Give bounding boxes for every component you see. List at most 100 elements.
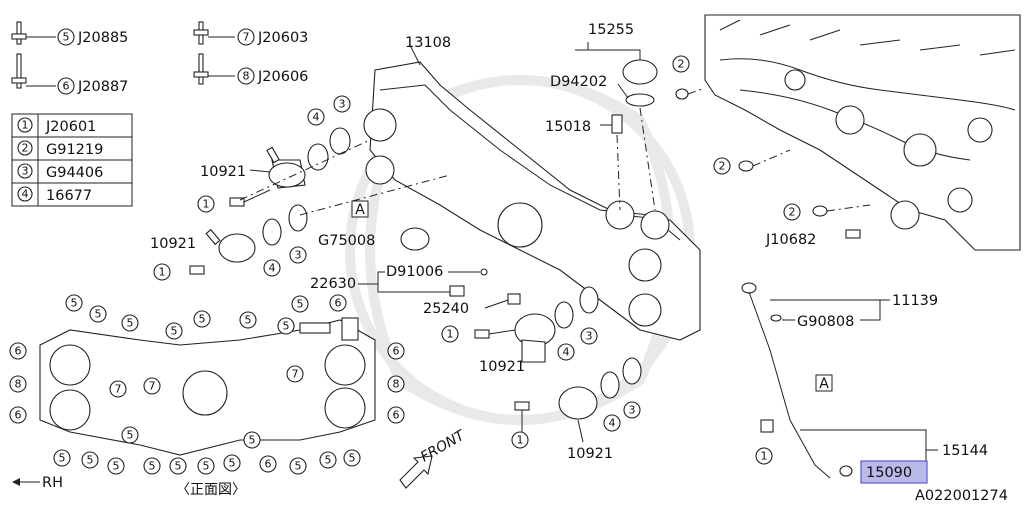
legend-code: G94406 xyxy=(46,165,103,181)
callout-8-icon xyxy=(387,375,405,393)
part-13108: 13108 xyxy=(405,35,451,51)
sensor-15018 xyxy=(611,114,623,211)
bolt-code: J20603 xyxy=(257,30,308,46)
callout-5-icon xyxy=(81,451,99,469)
callout-5-icon xyxy=(65,294,83,312)
callout-number: 5 xyxy=(71,297,78,310)
callout-number: 1 xyxy=(761,450,768,463)
callout-num: 6 xyxy=(63,80,70,93)
bolt-j10682-icon xyxy=(845,229,861,239)
cam-sensor-10921-a xyxy=(266,146,306,189)
callout-5-icon xyxy=(121,314,139,332)
callout-5-icon xyxy=(223,454,241,472)
legend-table: 1 J20601 2 G91219 3 G94406 4 16677 xyxy=(11,113,133,207)
callout-6-icon xyxy=(329,294,347,312)
ref-a-box xyxy=(351,200,369,218)
callout-1-icon xyxy=(153,263,171,281)
cam-sensor-10921-c xyxy=(514,313,556,363)
callout-2-icon xyxy=(672,55,690,73)
callout-num: 5 xyxy=(63,31,70,44)
part-15018: 15018 xyxy=(545,119,591,135)
part-g90808: G90808 xyxy=(797,314,854,330)
part-j10682: J10682 xyxy=(765,232,816,248)
callout-number: 1 xyxy=(517,434,524,447)
callout-number: 6 xyxy=(393,409,400,422)
bolt-code: J20606 xyxy=(257,69,308,85)
part-10921: 10921 xyxy=(200,164,246,180)
callout-number: 5 xyxy=(203,460,210,473)
callout-number: 7 xyxy=(149,380,156,393)
callout-1-icon xyxy=(441,325,459,343)
legend-code: J20601 xyxy=(45,119,96,135)
callout-number: 1 xyxy=(447,328,454,341)
callout-number: 4 xyxy=(269,262,276,275)
o-ring-15090 xyxy=(839,465,853,477)
callout-number: 8 xyxy=(393,378,400,391)
legend-num: 1 xyxy=(22,119,29,132)
callout-number: 5 xyxy=(283,320,290,333)
cam-sensor-10921-d xyxy=(558,386,598,420)
part-10921: 10921 xyxy=(150,236,196,252)
legend-num: 3 xyxy=(22,165,29,178)
callout-1-icon xyxy=(197,195,215,213)
callout-number: 2 xyxy=(678,58,685,71)
callout-number: 5 xyxy=(127,317,134,330)
callout-7-icon xyxy=(237,28,255,46)
callout-number: 6 xyxy=(335,297,342,310)
bolt-j20601-icon xyxy=(760,419,774,433)
callout-number: 5 xyxy=(127,429,134,442)
callout-5-icon xyxy=(143,457,161,475)
bolt-j20601-icon xyxy=(514,401,530,432)
part-15255: 15255 xyxy=(588,22,634,38)
callout-number: 5 xyxy=(87,454,94,467)
callout-number: 3 xyxy=(629,404,636,417)
callout-5-icon xyxy=(343,449,361,467)
part-25240: 25240 xyxy=(423,301,469,317)
callout-6-icon xyxy=(259,455,277,473)
bolt-j20601-icon xyxy=(189,265,205,275)
callout-number: 3 xyxy=(295,249,302,262)
callout-number: 5 xyxy=(113,460,120,473)
part-15090: 15090 xyxy=(866,465,912,481)
callout-number: 5 xyxy=(95,308,102,321)
part-10921: 10921 xyxy=(567,446,613,462)
callout-number: 5 xyxy=(59,452,66,465)
bolt-code: J20887 xyxy=(77,79,128,95)
part-10921: 10921 xyxy=(479,359,525,375)
cam-sensor-10921-b xyxy=(205,228,256,263)
front-arrow-icon xyxy=(399,455,433,489)
callout-8-icon xyxy=(9,375,27,393)
callout-number: 5 xyxy=(149,460,156,473)
part-11139: 11139 xyxy=(892,293,938,309)
callout-5-icon xyxy=(193,310,211,328)
part-22630: 22630 xyxy=(310,276,356,292)
bolt-code: J20885 xyxy=(77,30,128,46)
callout-6-icon xyxy=(387,342,405,360)
callout-8-icon xyxy=(237,67,255,85)
callout-5-icon xyxy=(277,317,295,335)
callout-3-icon xyxy=(289,246,307,264)
callout-number: 3 xyxy=(339,98,346,111)
part-d91006: D91006 xyxy=(386,264,443,280)
callout-number: 4 xyxy=(313,111,320,124)
callout-number: 6 xyxy=(15,409,22,422)
callout-5-icon xyxy=(197,457,215,475)
callout-4-icon xyxy=(603,414,621,432)
callout-number: 1 xyxy=(159,266,166,279)
bolt-j20887-icon xyxy=(11,53,56,89)
sensor-22630 xyxy=(449,285,465,297)
callout-5-icon xyxy=(291,295,309,313)
callout-6-icon xyxy=(9,342,27,360)
part-15090-highlight[interactable] xyxy=(860,460,928,484)
callout-5-icon xyxy=(239,311,257,329)
callout-6-icon xyxy=(9,406,27,424)
dipstick-11139 xyxy=(741,282,831,479)
callout-3-icon xyxy=(333,95,351,113)
callout-number: 6 xyxy=(15,345,22,358)
callout-5-icon xyxy=(89,305,107,323)
bolt-j20606-icon xyxy=(193,53,235,85)
callout-3-icon xyxy=(623,401,641,419)
front-view-label: 〈正面図〉 xyxy=(176,482,246,498)
